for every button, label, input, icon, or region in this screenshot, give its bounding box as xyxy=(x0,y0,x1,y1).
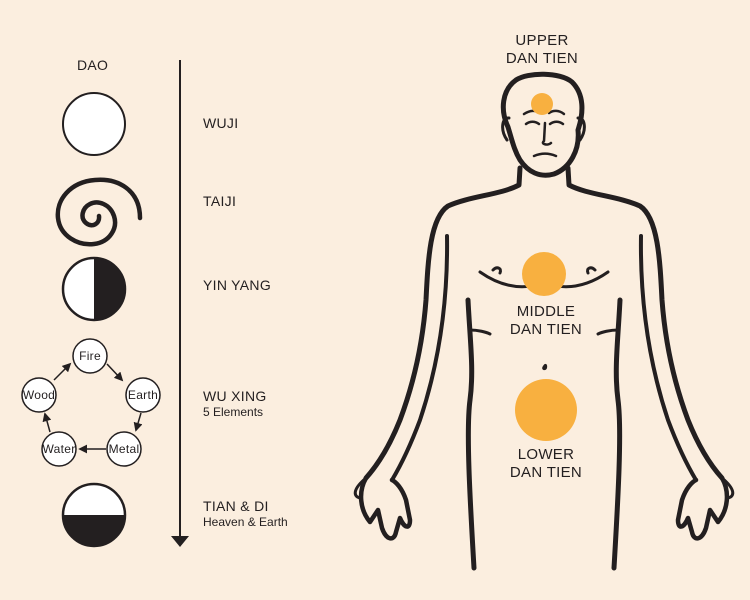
element-earth-label: Earth xyxy=(123,388,163,402)
middle-dan-tien-line1: MIDDLE xyxy=(517,303,575,320)
taiji-label: TAIJI xyxy=(203,193,236,210)
tian-di-title: TIAN & DI xyxy=(203,498,269,514)
element-metal-label: Metal xyxy=(104,442,144,456)
middle-dan-tien-label: MIDDLE DAN TIEN xyxy=(486,303,606,339)
wuji-circle-icon xyxy=(63,93,125,155)
yin-yang-icon xyxy=(63,258,125,320)
wu-xing-label: WU XING 5 Elements xyxy=(203,388,267,419)
tian-di-icon xyxy=(63,484,125,546)
navel xyxy=(542,364,547,370)
lower-dan-tien-line1: LOWER xyxy=(518,446,575,463)
upper-dan-tien-line2: DAN TIEN xyxy=(506,50,578,67)
element-wood-label: Wood xyxy=(19,388,59,402)
progression-arrow xyxy=(171,60,189,547)
upper-dan-tien-label: UPPER DAN TIEN xyxy=(482,32,602,68)
upper-dan-tien-dot xyxy=(531,93,553,115)
lower-dan-tien-line2: DAN TIEN xyxy=(510,464,582,481)
upper-dan-tien-line1: UPPER xyxy=(515,32,568,49)
wu-xing-title: WU XING xyxy=(203,388,267,404)
element-water-label: Water xyxy=(39,442,79,456)
tian-di-label: TIAN & DI Heaven & Earth xyxy=(203,498,288,529)
yin-yang-label: YIN YANG xyxy=(203,277,271,294)
wu-xing-subtitle: 5 Elements xyxy=(203,405,267,419)
element-fire-label: Fire xyxy=(70,349,110,363)
middle-dan-tien-line2: DAN TIEN xyxy=(510,321,582,338)
wuji-label: WUJI xyxy=(203,115,238,132)
dao-label: DAO xyxy=(77,57,108,74)
taiji-spiral-icon xyxy=(58,180,140,244)
middle-dan-tien-dot xyxy=(522,252,566,296)
tian-di-subtitle: Heaven & Earth xyxy=(203,515,288,529)
lower-dan-tien-dot xyxy=(515,379,577,441)
lower-dan-tien-label: LOWER DAN TIEN xyxy=(486,446,606,482)
